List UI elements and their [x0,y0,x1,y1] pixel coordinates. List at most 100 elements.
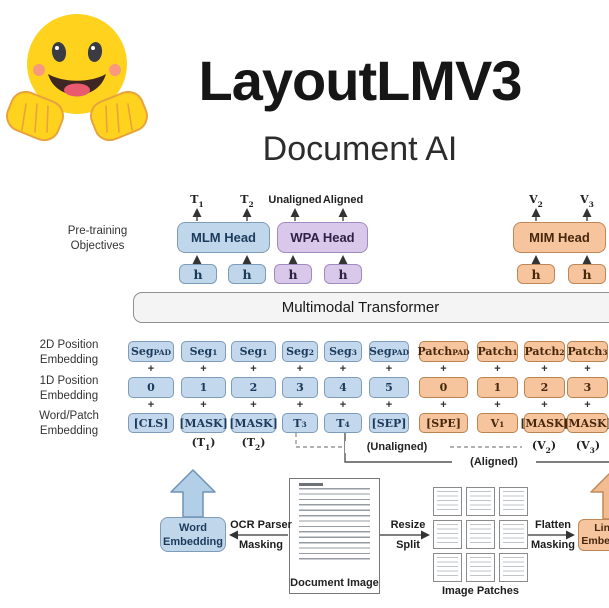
linear-embedding-up-arrow-icon [590,472,609,520]
plus-sign: + [200,363,207,375]
hidden-state-box: h [228,264,266,284]
plus-sign: + [440,363,447,375]
v2-sub-label: (V2) [522,439,566,455]
hugging-face-icon [6,14,148,142]
pos-token: 5 [369,377,409,398]
image-patch [499,487,528,516]
ocr-parser-label: OCR Parser [230,519,292,531]
pos-token: 1 [181,377,226,398]
plus-sign: + [494,363,501,375]
image-patch [466,520,495,549]
plus-sign: + [296,363,304,375]
mim-head-box: MIM Head [513,222,606,253]
plus-sign: + [200,399,207,411]
pos-token: 0 [128,377,174,398]
pos-token: 2 [524,377,565,398]
pos-token: 0 [419,377,468,398]
word-token: [MASK] [229,413,278,433]
plus-sign: + [584,399,591,411]
word-embedding-up-arrow-icon [170,469,216,518]
word-token: [CLS] [128,413,174,433]
plus-sign: + [250,399,257,411]
word-token: [MASK] [563,413,609,433]
pos-token: 4 [324,377,362,398]
wpa-head-box: WPA Head [277,222,368,253]
v3-output-label: V3 [580,193,594,210]
plus-sign: + [385,363,393,375]
word-token: [MASK] [179,413,228,433]
plus-sign: + [494,399,501,411]
pos-token: 2 [231,377,276,398]
split-label: Split [396,539,420,551]
v2-output-label: V2 [529,193,543,210]
plus-sign: + [385,399,393,411]
unaligned-output-label: Unaligned [268,194,322,206]
pos-token: 3 [282,377,318,398]
image-patch [499,520,528,549]
image-patches-label: Image Patches [441,585,520,597]
pos-token: 3 [567,377,608,398]
plus-sign: + [584,363,591,375]
plus-sign: + [339,399,347,411]
plus-sign: + [296,399,304,411]
aligned-annotation: (Aligned) [452,456,536,468]
page-subtitle: Document AI [262,130,458,168]
image-patch [466,487,495,516]
image-patch [433,553,462,582]
plus-sign: + [147,363,155,375]
resize-label: Resize [390,519,426,531]
plus-sign: + [339,363,347,375]
image-patches-grid [433,487,528,582]
pos-token: 1 [477,377,518,398]
hidden-state-box: h [568,264,606,284]
v3-sub-label: (V3) [566,439,609,455]
plus-sign: + [440,399,447,411]
aligned-output-label: Aligned [322,194,364,206]
word-token: [SPE] [419,413,468,433]
document-heading-line [299,483,323,486]
t1-output-label: T1 [190,193,204,210]
t2-output-label: T2 [240,193,254,210]
plus-sign: + [541,363,548,375]
image-patch [466,553,495,582]
t2-sub-label: (T2) [231,436,276,452]
hidden-state-box: h [274,264,312,284]
plus-sign: + [541,399,548,411]
flatten-masking-label: Masking [530,539,575,551]
word-token: [MASK] [520,413,569,433]
page-title: LayoutLMV3 [198,49,523,112]
pretraining-objectives-label: Pre-training Objectives [67,225,128,252]
word-embedding-box: Word Embedding [160,517,226,552]
document-text-lines [299,488,370,561]
t1-sub-label: (T1) [181,436,226,452]
ocr-masking-label: Masking [238,539,283,551]
mlm-head-box: MLM Head [177,222,270,253]
unaligned-annotation: (Unaligned) [345,441,449,453]
image-patch [499,553,528,582]
word-token: [SEP] [369,413,409,433]
hidden-state-box: h [324,264,362,284]
linear-embedding-box: Linear Embedding [578,519,609,551]
hidden-state-box: h [179,264,217,284]
